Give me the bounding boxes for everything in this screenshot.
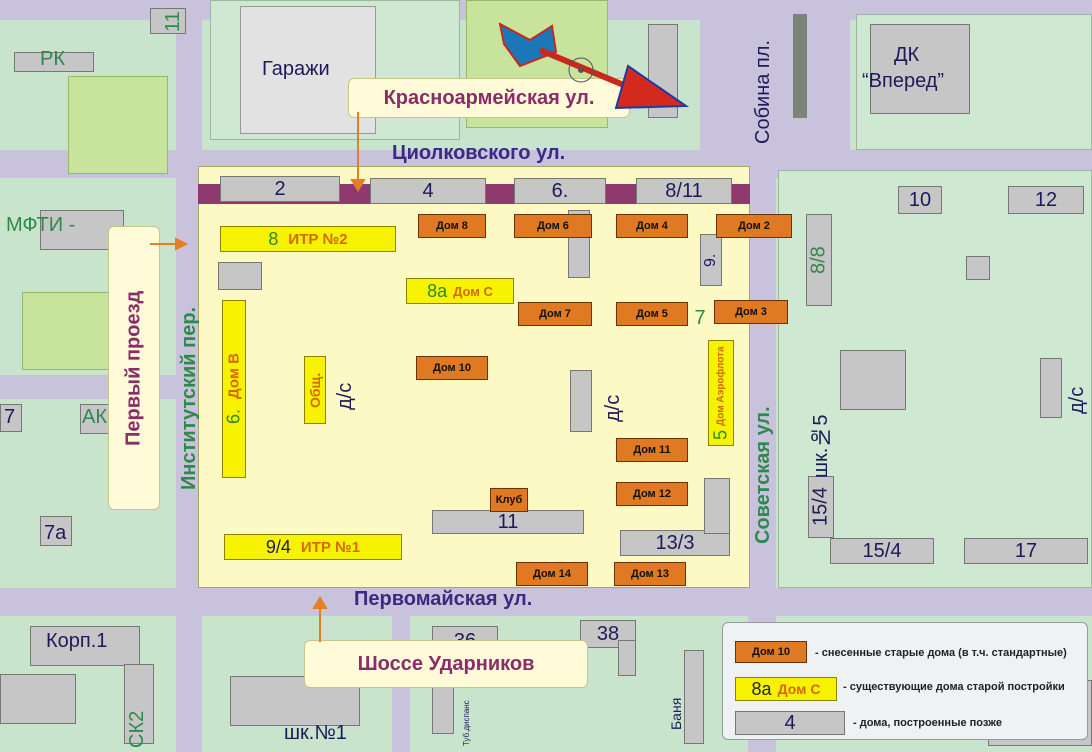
legend-exist-sample: 8а Дом С [735, 677, 837, 701]
korp1-building [30, 626, 140, 666]
direction-arrow-icon [498, 22, 690, 110]
building-11: 11 [432, 510, 584, 534]
dk-label-line2: “Вперед” [862, 70, 945, 92]
ak-building [80, 404, 110, 434]
ak-label: АК [82, 406, 107, 428]
itr-1-number: 9/4 [265, 536, 291, 557]
itr-2-number: 8 [268, 228, 279, 249]
legend-new-text: - дома, построенные позже [853, 717, 1002, 729]
building-11-top [150, 8, 186, 34]
old-klub: Клуб [490, 488, 528, 512]
sobina-square [700, 0, 850, 150]
tsiolkovskogo-label: Циолковского ул. [392, 142, 566, 164]
legend-exist-num: 8а [751, 678, 772, 699]
pervomayskaya-label: Первомайская ул. [354, 588, 533, 610]
existing-dom-c: 8а Дом С [406, 278, 514, 304]
old-dom-8: Дом 8 [418, 214, 486, 238]
building-12: 12 [1008, 186, 1084, 214]
dom-c-name: Дом С [453, 283, 493, 299]
shosse-udarnikov-callout: Шоссе Ударников [304, 640, 588, 688]
legend-old-text: - снесенные старые дома (в т.ч. стандарт… [815, 647, 1067, 659]
building-8-11: 8/11 [636, 178, 732, 204]
building-center-wing [570, 370, 592, 432]
old-dom-3: Дом 3 [714, 300, 788, 324]
dk-label-line1: ДК [894, 44, 920, 66]
old-dom-7: Дом 7 [518, 302, 592, 326]
old-dom-6: Дом 6 [514, 214, 592, 238]
banya-building [684, 650, 704, 744]
old-dom-13: Дом 13 [614, 562, 686, 586]
building-7a [40, 516, 72, 546]
green-lot-left2 [22, 292, 112, 370]
building-17: 17 [964, 538, 1088, 564]
green-lot-left [68, 76, 168, 174]
building-38-wing [618, 640, 636, 676]
building-7-left [0, 404, 22, 432]
building-6: 6. [514, 178, 606, 204]
shk1-label: шк.№1 [284, 722, 347, 744]
callout-pointer-arrows [150, 112, 366, 642]
building-13-3-wing [704, 478, 730, 534]
korp1-label: Корп.1 [46, 630, 108, 652]
rk-building [14, 52, 94, 72]
old-dom-11: Дом 11 [616, 438, 688, 462]
seven-label: 7 [4, 406, 16, 428]
old-dom-14: Дом 14 [516, 562, 588, 586]
itr-1-name: ИТР №1 [300, 538, 361, 556]
building-38: 38 [580, 620, 636, 648]
legend-exist-text: - существующие дома старой постройки [843, 681, 1065, 693]
existing-itr-2: 8 ИТР №2 [220, 226, 396, 252]
building-left-small [218, 262, 262, 290]
rk-label: РК [40, 48, 65, 70]
existing-itr-1: 9/4 ИТР №1 [224, 534, 402, 560]
dom-c-number: 8а [427, 280, 448, 301]
mfti-label: МФТИ - [6, 214, 76, 236]
old-dom-12: Дом 12 [616, 482, 688, 506]
square-median [793, 14, 807, 118]
itr-2-name: ИТР №2 [288, 230, 348, 248]
building-10: 10 [898, 186, 942, 214]
building-13-3: 13/3 [620, 530, 730, 556]
seven-a-label: 7а [44, 522, 67, 544]
legend-old-sample: Дом 10 [735, 641, 807, 663]
sk2-building [124, 664, 154, 744]
old-dom-2: Дом 2 [716, 214, 792, 238]
garazhi-label: Гаражи [262, 58, 330, 80]
building-ds-east [1040, 358, 1062, 418]
institutsky-lane [176, 0, 202, 752]
legend-new-sample: 4 [735, 711, 845, 735]
building-7: 7 [694, 306, 706, 329]
building-4: 4 [370, 178, 486, 204]
old-dom-4: Дом 4 [616, 214, 688, 238]
building-bottom-left [0, 674, 76, 724]
legend-exist-name: Дом С [777, 681, 821, 697]
building-2: 2 [220, 176, 340, 202]
school-5-building [840, 350, 906, 410]
old-dom-10: Дом 10 [416, 356, 488, 380]
building-small-east [966, 256, 990, 280]
old-dom-5: Дом 5 [616, 302, 688, 326]
dk-building [870, 24, 970, 114]
legend: Дом 10 - снесенные старые дома (в т.ч. с… [722, 622, 1088, 740]
building-15-4: 15/4 [830, 538, 934, 564]
krasnoarmeyskaya-callout: Красноармейская ул. [348, 78, 630, 118]
